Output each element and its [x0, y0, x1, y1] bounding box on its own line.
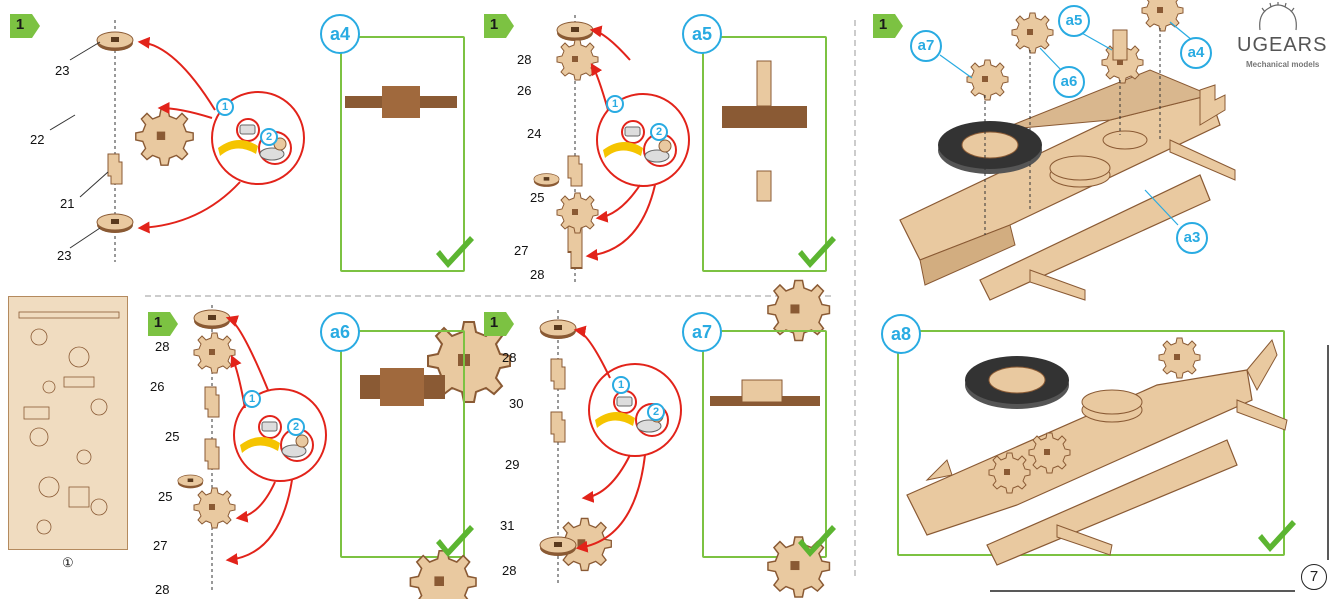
step-tag: 1: [10, 14, 40, 38]
instruction-step-badge: 1: [606, 95, 624, 113]
part-number: 25: [158, 489, 173, 504]
part-number: 25: [530, 190, 545, 205]
step-number: 1: [15, 16, 25, 33]
part-number: 26: [150, 379, 165, 394]
instruction-step-badge: 2: [260, 128, 278, 146]
part-number: 28: [155, 582, 170, 597]
part-number: 30: [509, 396, 524, 411]
step-tag: 1: [873, 14, 903, 38]
part-number: 24: [527, 126, 542, 141]
part-number: 29: [505, 457, 520, 472]
step-tag: 1: [484, 14, 514, 38]
gear-part-icon: [135, 108, 194, 166]
ugears-logo-icon: [1259, 2, 1297, 31]
step-number: 1: [489, 16, 499, 33]
result-box-a5: [702, 36, 827, 272]
part-number: 23: [57, 248, 72, 263]
part-number: 23: [55, 63, 70, 78]
page-number: 7: [1301, 564, 1327, 590]
instruction-step-badge: 1: [612, 376, 630, 394]
panel-id-badge: a8: [881, 314, 921, 354]
instruction-step-badge: 1: [243, 390, 261, 408]
parts-diagram-a7: [539, 310, 682, 585]
sheet-number: ①: [62, 555, 74, 570]
result-box-a7: [702, 330, 827, 558]
parts-diagram-a5: [533, 15, 690, 285]
exploded-assembly-illustration: [899, 0, 1236, 301]
parts-diagram-a6: [177, 305, 327, 590]
parts-diagram-a4: [49, 20, 305, 262]
result-box-a6: [340, 330, 465, 558]
instruction-step-badge: 2: [287, 418, 305, 436]
instruction-step-badge: 2: [647, 403, 665, 421]
instruction-step-badge: 2: [650, 123, 668, 141]
result-illustration-a7: [710, 379, 836, 598]
instruction-step-badge: 1: [216, 98, 234, 116]
assembly-callout: a6: [1053, 66, 1085, 98]
part-number: 28: [502, 350, 517, 365]
part-number: 27: [153, 538, 168, 553]
result-illustration-a4: [345, 86, 511, 403]
part-number: 27: [514, 243, 529, 258]
plywood-sheet-thumbnail: [8, 296, 128, 550]
result-box-a4: [340, 36, 465, 272]
part-number: 26: [517, 83, 532, 98]
assembly-callout: a7: [910, 30, 942, 62]
step-tag: 1: [484, 312, 514, 336]
part-number: 28: [517, 52, 532, 67]
washer-part-icon: [96, 31, 134, 52]
part-number: 22: [30, 132, 45, 147]
panel-id-badge: a5: [682, 14, 722, 54]
step-number: 1: [153, 314, 163, 331]
panel-id-badge: a7: [682, 312, 722, 352]
shaft-part-icon: [107, 153, 123, 185]
part-number: 28: [530, 267, 545, 282]
panel-id-badge: a6: [320, 312, 360, 352]
part-number: 28: [155, 339, 170, 354]
step-tag: 1: [148, 312, 178, 336]
panel-id-badge: a4: [320, 14, 360, 54]
part-number: 21: [60, 196, 75, 211]
assembly-callout: a4: [1180, 37, 1212, 69]
result-box-a8: [897, 330, 1285, 556]
step-number: 1: [489, 314, 499, 331]
brand-tagline: Mechanical models: [1246, 60, 1320, 69]
result-illustration-a5: [722, 60, 836, 342]
brand-logo: UGEARS: [1237, 34, 1328, 56]
part-number: 25: [165, 429, 180, 444]
result-illustration-a6: [360, 368, 477, 599]
assembly-callout: a5: [1058, 5, 1090, 37]
result-illustration-a8: [906, 337, 1296, 566]
assembly-callout: a3: [1176, 222, 1208, 254]
part-number: 31: [500, 518, 515, 533]
washer-part-icon: [96, 213, 134, 234]
step-number: 1: [878, 16, 888, 33]
part-number: 28: [502, 563, 517, 578]
